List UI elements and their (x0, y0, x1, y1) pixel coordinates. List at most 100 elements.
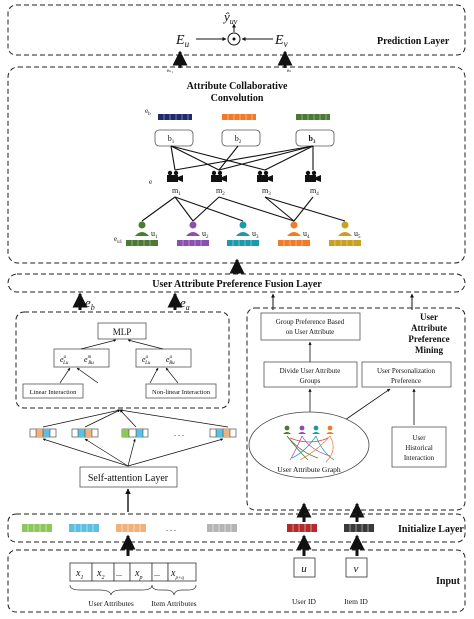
input-cell-4: xp (134, 568, 142, 581)
input-cell-6: xp+q (170, 568, 184, 581)
init-embedding-grey (207, 524, 237, 532)
linear-interaction-label: Linear Interaction (30, 389, 77, 396)
historical-line-1: User (412, 434, 426, 442)
init-embedding-item-dark (344, 524, 374, 532)
initialize-layer-label: Initialize Layer (398, 524, 464, 535)
u5-label: u5 (354, 229, 361, 240)
historical-line-3: Interaction (404, 454, 435, 462)
nonlinear-embedding-box (135, 348, 192, 368)
fusion-layer-box (7, 273, 466, 293)
attention-dots: . . . (174, 429, 184, 438)
m2-label: m2 (216, 186, 225, 197)
initialize-layer-box (7, 513, 466, 543)
graph-edges (286, 435, 335, 463)
linear-interaction-box (22, 383, 84, 399)
input-cell-3: ... (116, 569, 122, 578)
attention-to-interaction-lines (42, 409, 229, 428)
graph-users (283, 425, 334, 434)
em-row-label: e (149, 178, 152, 186)
user-embedding-4 (278, 240, 310, 246)
b1-label: b1 (168, 134, 175, 145)
user-attributes-brace (69, 584, 153, 596)
ev-label: Ev (274, 33, 288, 49)
acc-title-1: Attribute Collaborative (187, 81, 288, 92)
mining-title-4: Mining (415, 345, 444, 355)
item-attributes-label: Item Attributes (151, 599, 196, 608)
movie-camera-icon-3 (257, 170, 273, 182)
group-preference-line-2: on User Attribute (286, 328, 335, 336)
mining-title-3: Preference (408, 334, 449, 344)
ea-label: ea (180, 295, 190, 312)
input-attribute-cells (69, 562, 197, 582)
mining-title-1: User (420, 312, 438, 322)
attention-output-4 (209, 428, 237, 438)
input-cell-5: ... (154, 569, 160, 578)
b-embedding-navy (158, 114, 192, 120)
u1-label: u1 (151, 229, 158, 240)
item-id-label: Item ID (344, 597, 368, 606)
input-layer-box (7, 549, 466, 613)
personalization-line-1: User Personalization (377, 367, 436, 375)
user-icon-2 (186, 221, 200, 236)
divide-groups-line-1: Divide User Attribute (280, 367, 341, 375)
b3-box (295, 129, 335, 147)
divide-groups-box (263, 361, 358, 388)
self-attention-fan (42, 438, 224, 467)
y-hat-label: ŷuv (222, 9, 238, 26)
user-icon-3 (236, 221, 250, 236)
u4-label: u4 (303, 229, 310, 240)
eu-row-label: eu1 (114, 235, 123, 245)
eu-label: Eu (175, 33, 190, 49)
attention-output-1 (29, 428, 57, 438)
prediction-layer-label: Prediction Layer (377, 36, 450, 47)
item-attributes-brace (151, 584, 197, 596)
init-embedding-peach (116, 524, 146, 532)
init-embedding-blue (69, 524, 99, 532)
acc-box (7, 66, 466, 264)
b-embedding-orange (222, 114, 256, 120)
u2-label: u2 (202, 229, 209, 240)
fusion-layer-label: User Attribute Preference Fusion Layer (152, 279, 322, 290)
input-cell-2: x2 (96, 568, 104, 581)
m-u-edges (141, 196, 346, 222)
user-id-label: User ID (292, 597, 317, 606)
b-embedding-green (296, 114, 330, 120)
input-layer-label: Input (436, 576, 461, 587)
init-embedding-user-red (287, 524, 317, 532)
graph-label: User Attribute Graph (277, 465, 341, 474)
eb-row-label: eb (145, 107, 151, 117)
group-preference-box (260, 312, 361, 341)
m3-label: m3 (262, 186, 271, 197)
m1-label: m1 (172, 186, 181, 197)
b1-box (154, 129, 194, 147)
user-embedding-5 (329, 240, 361, 246)
u3-label: u3 (252, 229, 259, 240)
ev-small-label: eₙ (287, 69, 291, 74)
b2-box (221, 129, 261, 147)
user-attributes-label: User Attributes (88, 599, 134, 608)
movie-camera-icon-1 (167, 170, 183, 182)
eb-label: eb (85, 295, 95, 312)
user-icon-1 (135, 221, 149, 236)
b-m-edges (170, 145, 314, 171)
historical-interaction-box (391, 426, 447, 468)
attention-output-2 (71, 428, 99, 438)
mlp-label: MLP (113, 327, 132, 337)
user-embedding-3 (227, 240, 259, 246)
prediction-layer-box (7, 4, 466, 56)
init-dots: . . . (166, 524, 176, 533)
user-icon-4 (287, 221, 301, 236)
historical-line-2: Historical (405, 444, 433, 452)
self-attention-label: Self-attention Layer (88, 473, 169, 484)
nonlinear-interaction-label: Non-linear Interaction (152, 389, 211, 396)
eu-small-label: eₙ₁ (167, 69, 173, 74)
mining-title-2: Attribute (411, 323, 447, 333)
b2-label: b2 (235, 134, 242, 145)
nonlinear-interaction-box (145, 383, 217, 399)
divide-groups-line-2: Groups (300, 377, 321, 385)
